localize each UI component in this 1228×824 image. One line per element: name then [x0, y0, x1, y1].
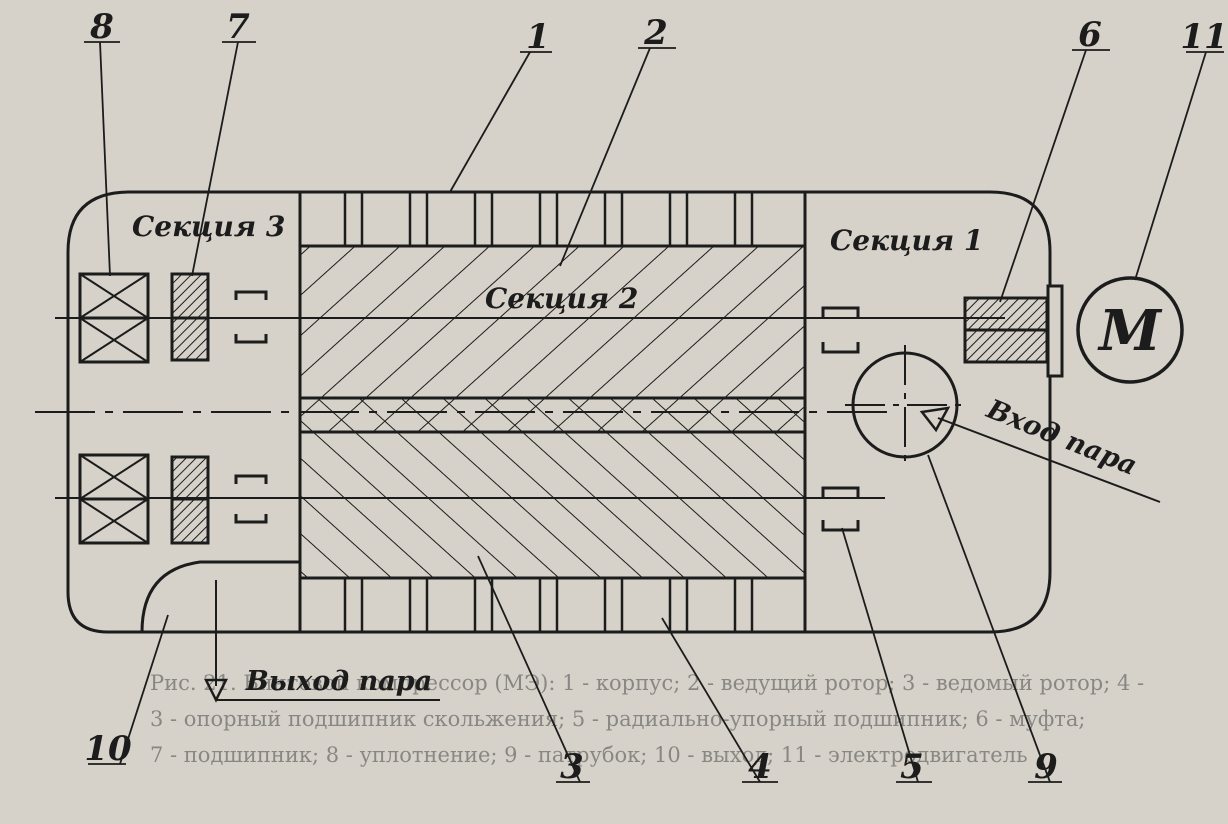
caption-line-1: Рис. 21. Винтовой компрессор (МЭ): 1 - к… [150, 671, 1144, 695]
seal-lower [78, 453, 150, 545]
rotor-lower [298, 430, 807, 580]
section-1-label: Секция 1 [830, 224, 983, 257]
callout-5: 5 [900, 747, 924, 787]
outlet-channel [140, 560, 300, 633]
caption-line-3: 7 - подшипник; 8 - уплотнение; 9 - патру… [150, 743, 1028, 767]
bearing-symbol-left-lower [234, 474, 268, 524]
caption-line-2: 3 - опорный подшипник скольжения; 5 - ра… [150, 707, 1085, 731]
callout-10: 10 [84, 729, 132, 769]
casing-ribs-bottom [300, 576, 805, 632]
figure-caption: Рис. 21. Винтовой компрессор (МЭ): 1 - к… [150, 671, 1144, 767]
callout-11: 11 [1180, 17, 1227, 57]
section-2-label: Секция 2 [485, 282, 638, 315]
rotor-mesh-crosshatch [300, 398, 805, 432]
callout-8: 8 [89, 7, 114, 47]
inlet-arrow-shaft [937, 417, 1161, 503]
callout-4: 4 [748, 747, 772, 787]
casing-ribs-top [300, 192, 805, 248]
steam-outlet-label: Выход пара [245, 666, 432, 697]
bearing-upper [170, 272, 210, 362]
motor-flange [1046, 284, 1064, 378]
motor-label: M [1097, 298, 1163, 364]
bearing-symbol-right-lower [821, 486, 860, 532]
bearing-symbol-left-upper [234, 290, 268, 344]
bearing-symbol-right-upper [821, 306, 860, 354]
housing-outline [66, 190, 1052, 634]
bearing-lower [170, 455, 210, 545]
inlet-arrow-head [919, 406, 951, 433]
seal-upper [78, 272, 150, 364]
callout-7: 7 [226, 7, 250, 47]
rotor-upper [298, 244, 807, 400]
section-3-label: Секция 3 [132, 210, 285, 243]
callout-6: 6 [1078, 15, 1102, 55]
leader-lines [84, 41, 1224, 783]
callout-3: 3 [560, 747, 584, 787]
callout-1: 1 [526, 17, 550, 57]
callout-9: 9 [1034, 747, 1058, 787]
motor [1076, 276, 1184, 384]
callout-2: 2 [643, 13, 668, 53]
outlet-arrow-head [203, 678, 229, 703]
steam-inlet-label: Вход пара [981, 393, 1141, 482]
